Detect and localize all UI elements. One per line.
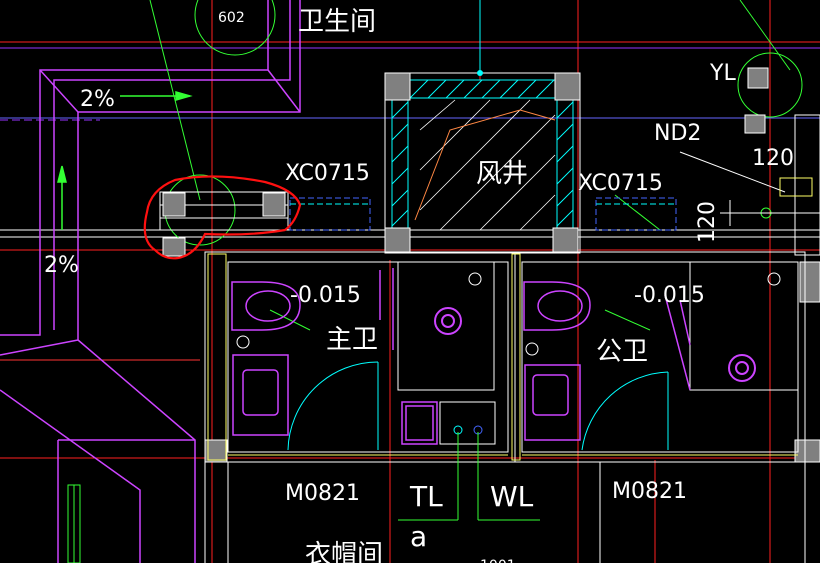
small-pipes bbox=[236, 207, 781, 445]
windows bbox=[289, 197, 677, 231]
room-label-public-bath: 公卫 bbox=[596, 337, 648, 367]
room-label-master-bath: 主卫 bbox=[326, 325, 378, 355]
shaft-label: 风井 bbox=[476, 159, 528, 189]
bottom-fragment-label: 1001 bbox=[480, 558, 516, 563]
text-labels: 602 卫生间 2% 2% XC0715 XC0715 风井 YL ND2 12… bbox=[44, 7, 794, 563]
room-label-toilet: 卫生间 bbox=[298, 7, 376, 37]
pipe-lines bbox=[67, 432, 540, 563]
grid-label-602: 602 bbox=[218, 10, 245, 26]
shower-enclosures bbox=[397, 261, 799, 391]
door-label-right: M0821 bbox=[612, 479, 687, 504]
slope-arrows bbox=[57, 91, 193, 230]
pipe-label-wl: WL bbox=[490, 480, 534, 513]
dimension-marks bbox=[679, 151, 820, 226]
fixtures bbox=[231, 268, 691, 445]
floor-drains bbox=[434, 307, 756, 382]
door-swings bbox=[287, 361, 669, 451]
elevation-label-right: -0.015 bbox=[634, 283, 705, 308]
grid-label-a: a bbox=[410, 520, 427, 553]
leader-lines bbox=[149, 0, 791, 331]
slope-label-top: 2% bbox=[80, 87, 115, 112]
pipe-label-yl: YL bbox=[709, 61, 736, 86]
pipe-label-nd2: ND2 bbox=[654, 121, 701, 146]
dimension-label-120-a: 120 bbox=[752, 146, 794, 171]
pipe-label-tl: TL bbox=[409, 480, 443, 513]
hand-annotation bbox=[143, 175, 302, 260]
elevation-label-left: -0.015 bbox=[290, 283, 361, 308]
slope-label-left: 2% bbox=[44, 253, 79, 278]
left-outer-walls bbox=[0, 0, 301, 563]
wall-hatch-yellow bbox=[207, 253, 798, 461]
bathroom-walls bbox=[204, 114, 820, 563]
window-label-left: XC0715 bbox=[285, 161, 370, 186]
window-label-right: XC0715 bbox=[578, 171, 663, 196]
door-label-left: M0821 bbox=[285, 481, 360, 506]
dimension-label-120-b: 120 bbox=[695, 201, 720, 243]
room-label-bottom: 衣帽间 bbox=[305, 540, 383, 563]
